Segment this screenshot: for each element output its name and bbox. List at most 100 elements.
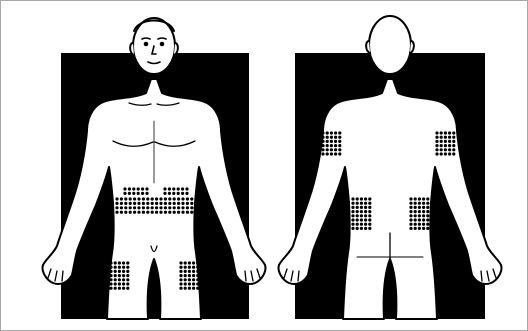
- injection-dot: [326, 140, 329, 143]
- injection-dot: [124, 211, 127, 214]
- injection-dot: [422, 214, 425, 217]
- injection-dot: [168, 202, 171, 205]
- injection-dot: [146, 206, 149, 209]
- front-view: [43, 18, 266, 319]
- injection-dot: [126, 270, 129, 273]
- injection-dot: [151, 202, 154, 205]
- injection-dot: [122, 270, 125, 273]
- injection-dot: [188, 278, 191, 281]
- injection-dot: [120, 211, 123, 214]
- injection-dot: [440, 144, 443, 147]
- injection-dot: [109, 266, 112, 269]
- injection-dot: [452, 144, 455, 147]
- injection-dot: [351, 197, 354, 200]
- injection-dot: [118, 287, 121, 290]
- left-eye: [145, 43, 148, 46]
- injection-dot: [452, 140, 455, 143]
- injection-dot: [115, 206, 118, 209]
- injection-dot: [114, 261, 117, 264]
- injection-dot: [368, 202, 371, 205]
- injection-dot: [422, 210, 425, 213]
- injection-dot: [440, 148, 443, 151]
- injection-dot: [109, 287, 112, 290]
- injection-dot: [184, 266, 187, 269]
- injection-dot: [114, 270, 117, 273]
- injection-dot: [185, 192, 188, 195]
- injection-dot: [122, 282, 125, 285]
- injection-dot: [115, 211, 118, 214]
- injection-dot: [184, 274, 187, 277]
- injection-dot: [351, 202, 354, 205]
- injection-dot: [114, 282, 117, 285]
- injection-dot: [184, 287, 187, 290]
- injection-dot: [356, 214, 359, 217]
- injection-dot: [122, 261, 125, 264]
- injection-dot: [181, 202, 184, 205]
- injection-dot: [184, 282, 187, 285]
- injection-dot: [192, 266, 195, 269]
- injection-dot: [444, 152, 447, 155]
- injection-dot: [159, 206, 162, 209]
- injection-dot: [334, 140, 337, 143]
- injection-dot: [181, 187, 184, 190]
- injection-dot: [330, 144, 333, 147]
- injection-dot: [196, 261, 199, 264]
- injection-dot: [360, 202, 363, 205]
- injection-dot: [435, 140, 438, 143]
- injection-dot: [426, 210, 429, 213]
- injection-dot: [190, 202, 193, 205]
- back-view: [279, 16, 502, 319]
- injection-dot: [351, 227, 354, 230]
- injection-dot: [196, 278, 199, 281]
- injection-dot: [188, 270, 191, 273]
- injection-dot: [196, 274, 199, 277]
- injection-dot: [426, 206, 429, 209]
- injection-dot: [159, 211, 162, 214]
- injection-dot: [360, 210, 363, 213]
- injection-dot: [338, 144, 341, 147]
- injection-dot: [418, 214, 421, 217]
- injection-dot: [151, 206, 154, 209]
- injection-dot: [179, 287, 182, 290]
- injection-dot: [122, 287, 125, 290]
- injection-dot: [177, 192, 180, 195]
- injection-dot: [186, 202, 189, 205]
- injection-dot: [155, 211, 158, 214]
- injection-dot: [129, 197, 132, 200]
- injection-dot: [177, 211, 180, 214]
- injection-dot: [124, 206, 127, 209]
- injection-dot: [409, 210, 412, 213]
- injection-dot: [168, 206, 171, 209]
- injection-dot: [146, 197, 149, 200]
- injection-dot: [448, 136, 451, 139]
- injection-dot: [186, 197, 189, 200]
- injection-dot: [435, 148, 438, 151]
- injection-dot: [422, 202, 425, 205]
- injection-dot: [418, 227, 421, 230]
- injection-dot: [360, 214, 363, 217]
- injection-dot: [448, 144, 451, 147]
- injection-dot: [137, 206, 140, 209]
- injection-dot: [163, 187, 166, 190]
- injection-dot: [195, 206, 198, 209]
- injection-dot: [124, 197, 127, 200]
- injection-dot: [151, 197, 154, 200]
- injection-dot: [418, 218, 421, 221]
- injection-dot: [114, 266, 117, 269]
- injection-dot: [120, 202, 123, 205]
- injection-dot: [360, 218, 363, 221]
- injection-dot: [414, 223, 417, 226]
- injection-dot: [126, 261, 129, 264]
- injection-dot: [118, 266, 121, 269]
- injection-dot: [418, 202, 421, 205]
- injection-dot: [414, 210, 417, 213]
- injection-dot: [132, 187, 135, 190]
- injection-dot: [330, 148, 333, 151]
- injection-dot: [129, 211, 132, 214]
- injection-dot: [409, 197, 412, 200]
- injection-dot: [364, 210, 367, 213]
- injection-dot: [351, 223, 354, 226]
- injection-dot: [334, 152, 337, 155]
- injection-dot: [426, 214, 429, 217]
